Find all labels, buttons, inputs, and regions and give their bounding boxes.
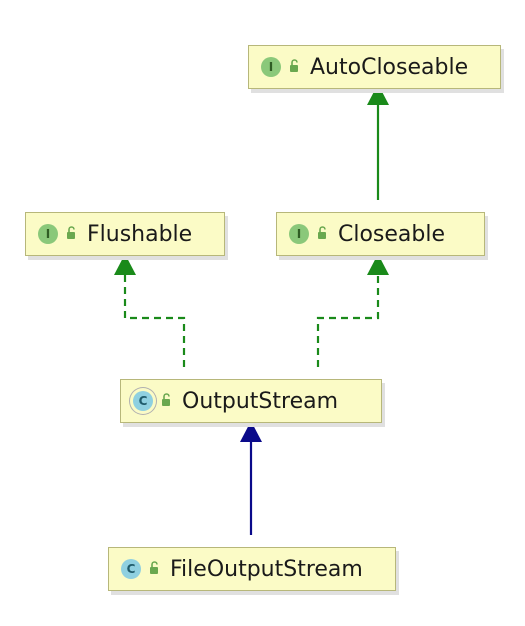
arrowhead [367,84,389,105]
interface-icon: I [38,224,58,244]
edge-outputstream-to-flushable [114,254,186,367]
unlocked-padlock-icon [149,560,160,579]
arrowhead [367,254,389,275]
unlocked-padlock-icon [66,225,77,244]
class-icon: C [121,559,141,579]
abstract-class-icon: C [133,391,153,411]
edge-outputstream-to-closeable [316,254,389,367]
node-label: Flushable [87,221,193,247]
interface-icon: I [289,224,309,244]
arrowhead [114,254,136,275]
node-label: Closeable [338,221,446,247]
node-label: AutoCloseable [310,54,469,80]
arrowhead [240,421,262,442]
edge-line [123,268,186,367]
node-closeable[interactable]: I Closeable [276,212,485,256]
interface-icon: I [261,57,281,77]
unlocked-padlock-icon [161,392,172,411]
node-label: FileOutputStream [170,556,363,582]
node-flushable[interactable]: I Flushable [25,212,225,256]
node-outputstream[interactable]: C OutputStream [120,379,382,423]
unlocked-padlock-icon [317,225,328,244]
edge-line [316,268,380,367]
node-autocloseable[interactable]: I AutoCloseable [248,45,501,89]
node-label: OutputStream [182,388,339,414]
unlocked-padlock-icon [289,58,300,77]
node-fileoutputstream[interactable]: C FileOutputStream [108,547,396,591]
edge-closeable-to-autocloseable [367,84,389,200]
edge-fileoutputstream-to-outputstream [240,421,262,535]
